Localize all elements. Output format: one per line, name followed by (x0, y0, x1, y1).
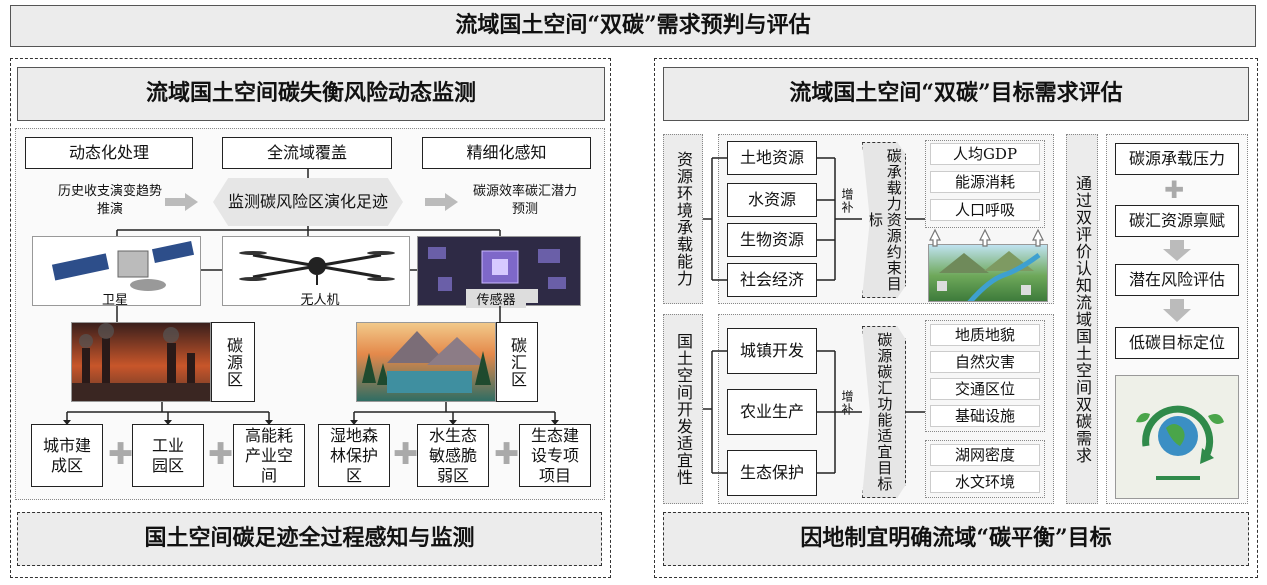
landscape-image (928, 244, 1048, 302)
flow-step-target: 低碳目标定位 (1115, 327, 1239, 359)
section1-factors-box (925, 140, 1045, 228)
plus-icon: ✚ (1164, 176, 1185, 204)
right-note: 碳源效率碳汇潜力预测 (472, 184, 577, 217)
plus-icon: ✚ (494, 437, 520, 472)
resource-water: 水资源 (727, 183, 817, 217)
left-panel-header: 流域国土空间碳失衡风险动态监测 (17, 67, 605, 121)
factory-icon (72, 323, 210, 401)
plus-icon: ✚ (393, 437, 419, 472)
flow-step-risk: 潜在风险评估 (1115, 264, 1239, 296)
right-panel-footer: 因地制宜明确流域“碳平衡”目标 (663, 512, 1249, 566)
section2-label: 国土空间开发适宜性 (663, 314, 703, 504)
flow-step-source-pressure: 碳源承载压力 (1115, 143, 1239, 175)
source-item-industrial: 工业园区 (132, 424, 204, 487)
factor-traffic: 交通区位 (930, 378, 1040, 400)
left-note: 历史收支演变趋势推演 (57, 184, 162, 217)
factor-respiration: 人口呼吸 (930, 199, 1040, 221)
zengbu-label-1: 增补 (840, 188, 854, 214)
section2-factors-b-box (925, 440, 1045, 498)
factor-geology: 地质地貌 (930, 324, 1040, 346)
center-monitor-box: 监测碳风险区演化足迹 (213, 178, 403, 226)
factor-gdp: 人均GDP (930, 143, 1040, 165)
zengbu-label-2: 增补 (840, 390, 854, 416)
suit-urban: 城镇开发 (727, 328, 817, 374)
resource-socio: 社会经济 (727, 263, 817, 297)
section2-factors-a-box (925, 320, 1045, 432)
drone-panel (222, 236, 410, 306)
main-title: 流域国土空间“双碳”需求预判与评估 (10, 5, 1256, 47)
plus-icon: ✚ (108, 437, 134, 472)
suit-agri: 农业生产 (727, 389, 817, 435)
drone-icon (239, 251, 395, 285)
carbon-sink-image (356, 322, 496, 402)
satellite-icon (51, 240, 195, 291)
flow-step-sink-resource: 碳汇资源禀赋 (1115, 205, 1239, 237)
carbon-source-image (71, 322, 211, 402)
plus-icon: ✚ (208, 437, 234, 472)
feature-dynamic: 动态化处理 (25, 137, 193, 169)
factor-disaster: 自然灾害 (930, 351, 1040, 373)
sink-item-eco-project: 生态建设专项项目 (519, 424, 591, 487)
factor-infrastructure: 基础设施 (930, 405, 1040, 427)
sensor-label: 传感器 (466, 289, 526, 308)
drone-label: 无人机 (300, 293, 340, 308)
factor-hydrology: 水文环境 (930, 471, 1040, 493)
right-panel (654, 58, 1258, 578)
suit-eco: 生态保护 (727, 450, 817, 496)
satellite-label: 卫星 (101, 293, 128, 308)
feature-fine-sensing: 精细化感知 (422, 137, 591, 169)
satellite-panel (32, 236, 201, 306)
feature-coverage: 全流域覆盖 (222, 137, 392, 169)
source-item-energy: 高能耗产业空间 (233, 424, 305, 487)
right-panel-header: 流域国土空间“双碳”目标需求评估 (663, 67, 1249, 121)
section1-center: 碳承载力资源约束目标 (862, 142, 906, 298)
globe-recycle-icon (1136, 405, 1224, 480)
landscape-icon (937, 251, 1041, 301)
factor-energy: 能源消耗 (930, 171, 1040, 193)
section1-label: 资源环境承载能力 (663, 134, 703, 304)
carbon-sink-label: 碳汇区 (496, 322, 538, 402)
sink-item-wetland: 湿地森林保护区 (318, 424, 390, 487)
resource-bio: 生物资源 (727, 223, 817, 257)
left-panel (10, 58, 611, 578)
mountain-lake-icon (362, 331, 491, 393)
resource-land: 土地资源 (727, 141, 817, 175)
dual-evaluation-text: 通过双评价认知流域国土空间双碳需求 (1066, 134, 1098, 504)
source-item-urban: 城市建成区 (31, 424, 103, 487)
factor-lake-density: 湖网密度 (930, 444, 1040, 466)
left-panel-footer: 国土空间碳足迹全过程感知与监测 (17, 512, 602, 566)
carbon-source-label: 碳源区 (211, 322, 255, 402)
earth-recycle-image (1115, 375, 1239, 499)
